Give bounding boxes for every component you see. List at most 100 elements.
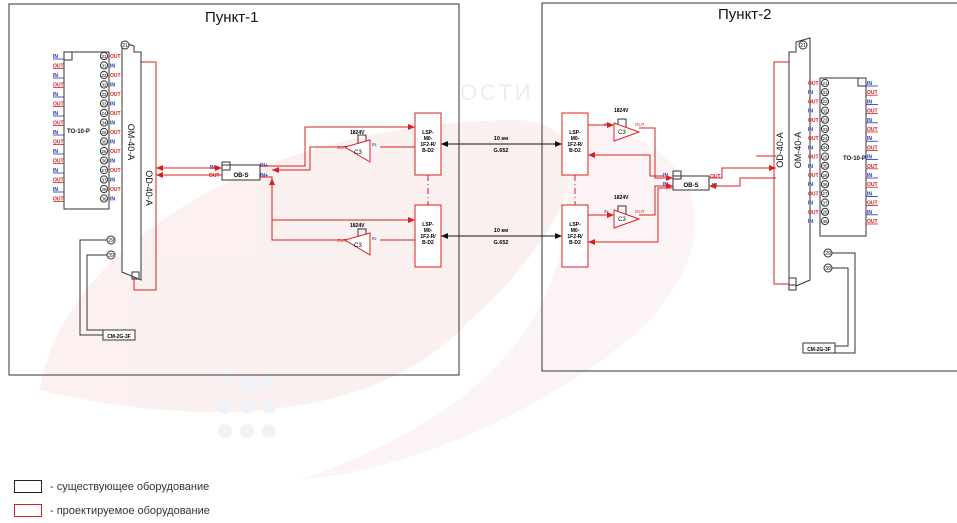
- port-label: IN: [867, 99, 872, 105]
- port-label: OUT: [110, 111, 121, 117]
- channel-port: [820, 106, 830, 115]
- port-label: OUT: [867, 127, 878, 133]
- channel-number: 26: [101, 149, 107, 154]
- link-bottom-distance: 10 км: [494, 228, 508, 234]
- site1-mux-port: 21: [122, 43, 128, 49]
- site1-amp-top-label: 1824V: [350, 130, 365, 136]
- port-label: OUT: [808, 155, 819, 161]
- channel-port: [820, 78, 830, 88]
- site2-obs-label: OB-S: [684, 183, 699, 189]
- port-label: IN: [808, 182, 813, 188]
- site2-amp-bottom-label: 1824V: [614, 195, 629, 201]
- port-label: OUT: [53, 159, 64, 165]
- port-label: OUT: [808, 210, 819, 216]
- site2-amp-bottom: C3 1824V IN OUT: [604, 195, 645, 229]
- port-label: IN: [663, 182, 668, 188]
- channel-number: 21: [101, 54, 107, 59]
- port-label: IN: [110, 102, 115, 108]
- channel-number: 31: [822, 90, 828, 95]
- legend-existing-swatch: [14, 480, 42, 493]
- site2-frame: [541, 2, 957, 372]
- site1-frame: [8, 3, 460, 376]
- channel-port: [99, 61, 109, 70]
- channel-number: 27: [822, 191, 828, 196]
- port-label: IN: [808, 201, 813, 207]
- svg-text:C3: C3: [354, 243, 362, 249]
- site1-lsp-bottom: LSP-M0-1F2-R/B-D2: [414, 204, 442, 268]
- port-label: IN: [53, 149, 58, 155]
- channel-number: 35: [101, 139, 107, 144]
- site1-amp-bottom-label: 1824V: [350, 223, 365, 229]
- channel-number: 35: [822, 164, 828, 169]
- port-label: OUT: [110, 168, 121, 174]
- channel-port: [820, 88, 830, 97]
- channel-number: 34: [822, 145, 828, 150]
- site2-cm-box: [802, 342, 836, 354]
- channel-port: [99, 146, 109, 156]
- site1-amp-bottom: C3 1824V OUT IN: [337, 223, 377, 256]
- port-label: OUT: [867, 201, 878, 207]
- port-label: IN: [867, 173, 872, 179]
- svg-text:OUT: OUT: [337, 238, 347, 243]
- site1-to-label: TO-10-P: [67, 129, 90, 135]
- channel-number: 32: [101, 82, 107, 87]
- port-label: IN: [867, 118, 872, 124]
- site1-om-label: OM-40-A: [126, 124, 136, 161]
- port-label: OUT: [53, 83, 64, 89]
- channel-port: [820, 161, 830, 170]
- port-label: IN: [53, 54, 58, 60]
- port-label: IN: [53, 111, 58, 117]
- channel-number: 36: [822, 182, 828, 187]
- channel-port: [820, 207, 830, 216]
- channel-port: [820, 198, 830, 207]
- port-label: OUT: [53, 140, 64, 146]
- port-label: IN: [808, 164, 813, 170]
- channel-number: 32: [822, 108, 828, 113]
- site2-obs: [672, 175, 710, 191]
- site1-cm-port-39: 39: [108, 253, 114, 259]
- port-label: IN: [110, 83, 115, 89]
- channel-port: [820, 134, 830, 143]
- port-label: IN: [867, 155, 872, 161]
- port-label: OUT: [867, 182, 878, 188]
- site2-lsp-bottom: LSP-M0-1F2-R/B-D2: [561, 204, 589, 268]
- svg-text:IN: IN: [372, 142, 377, 147]
- channel-port: [99, 194, 109, 203]
- site1-om-mux: [121, 41, 142, 281]
- channel-port: [820, 124, 830, 134]
- watermark-logo: ОСТИ: [40, 80, 696, 480]
- port-label: IN: [53, 187, 58, 193]
- port-label: IN: [53, 73, 58, 79]
- port-label: IN: [110, 159, 115, 165]
- site2-cm-port-39: 39: [825, 266, 831, 272]
- port-label: OUT: [110, 149, 121, 155]
- port-label: IN: [808, 127, 813, 133]
- channel-port: [99, 137, 109, 146]
- port-label: IN: [110, 197, 115, 203]
- port-label: IN+: [260, 173, 268, 179]
- svg-text:LSP-M0-1F2-R/B-D2: LSP-M0-1F2-R/B-D2: [567, 222, 583, 246]
- channel-port: [820, 189, 830, 198]
- site1-title: Пункт-1: [205, 9, 259, 26]
- channel-number: 31: [101, 63, 107, 68]
- port-label: IN: [110, 178, 115, 184]
- channel-port: [99, 184, 109, 194]
- channel-number: 36: [101, 158, 107, 163]
- channel-number: 22: [101, 73, 107, 78]
- port-label: IN: [110, 140, 115, 146]
- site2-cm-port-29: 29: [825, 251, 831, 257]
- port-label: OUT: [110, 187, 121, 193]
- port-label: IN: [867, 81, 872, 87]
- channel-number: 25: [101, 130, 107, 135]
- channel-port: [99, 80, 109, 89]
- site1-obs-label: OB-S: [234, 173, 249, 179]
- channel-port: [99, 99, 109, 108]
- legend-designed-swatch: [14, 504, 42, 517]
- port-label: IN: [808, 109, 813, 115]
- port-label: OUT: [808, 191, 819, 197]
- site2-to-label: TO-10-P: [843, 156, 866, 162]
- channel-number: 38: [822, 219, 828, 224]
- port-label: IN: [808, 145, 813, 151]
- channel-number: 28: [822, 210, 828, 215]
